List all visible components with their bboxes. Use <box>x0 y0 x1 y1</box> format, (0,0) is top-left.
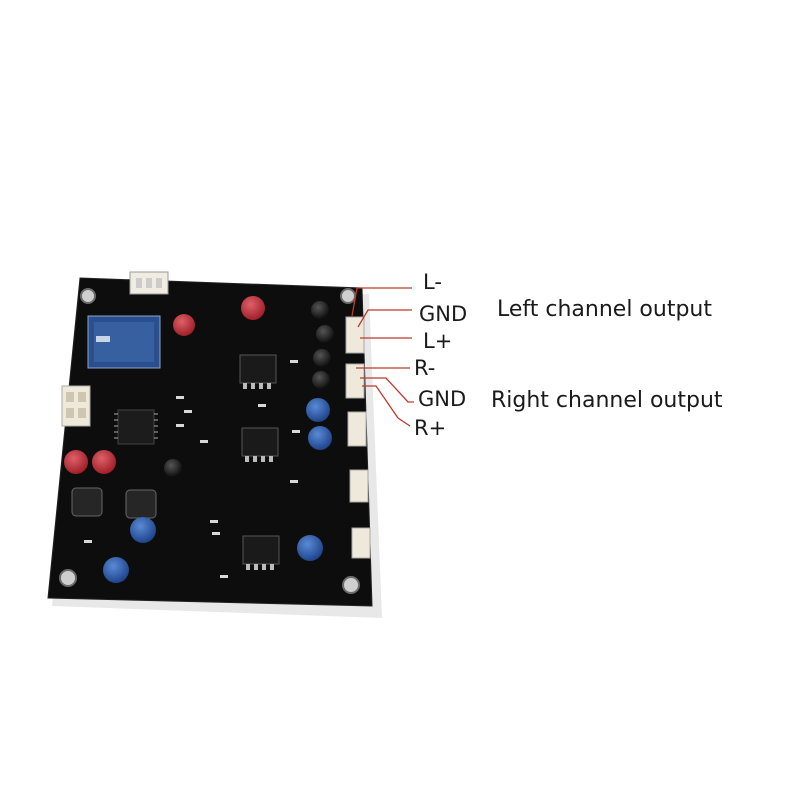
mounting-holes <box>59 288 360 594</box>
capacitors <box>64 296 334 583</box>
left-channel-output-label: Left channel output <box>497 297 712 322</box>
pin-label-l-plus: L+ <box>423 329 453 353</box>
pin-label-l-minus: L- <box>423 270 442 294</box>
pin-label-gnd-left: GND <box>419 302 468 326</box>
pin-label-r-plus: R+ <box>414 416 447 440</box>
pin-label-gnd-right: GND <box>418 387 467 411</box>
pin-label-r-minus: R- <box>414 356 436 380</box>
right-channel-output-label: Right channel output <box>491 388 723 413</box>
leader-lines <box>351 287 414 427</box>
output-connectors <box>345 316 371 559</box>
op-amp-chips <box>239 354 280 565</box>
dac-chip <box>117 409 155 445</box>
